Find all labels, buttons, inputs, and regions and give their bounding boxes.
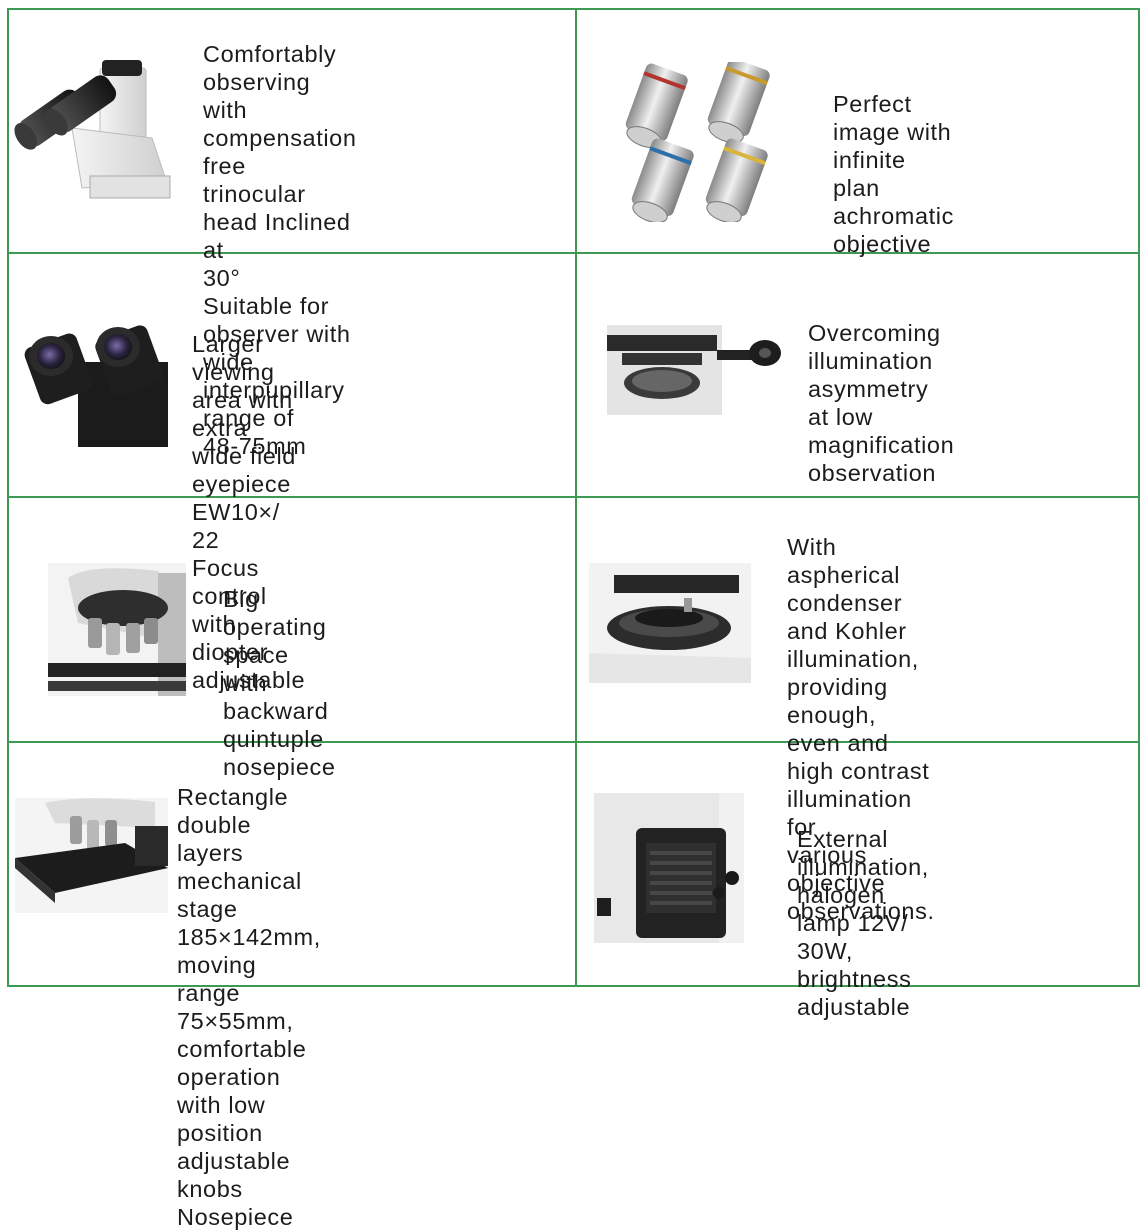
feature-text: Larger viewing area with extra wide fiel… <box>192 331 306 693</box>
feature-text: Comfortably observing with compensation … <box>203 41 357 459</box>
feature-text: Perfect image with infinite plan achroma… <box>833 91 954 257</box>
quintuple-nosepiece-photo <box>48 563 186 696</box>
objective-lenses-photo <box>625 62 785 222</box>
row-divider <box>9 741 1138 743</box>
feature-text: Rectangle double layers mechanical stage… <box>177 784 321 1230</box>
aspherical-condenser-photo <box>589 563 751 683</box>
row-divider <box>9 252 1138 254</box>
eyepieces-photo <box>18 322 168 447</box>
condenser-knob-photo <box>607 325 797 415</box>
row-divider <box>9 496 1138 498</box>
mechanical-stage-photo <box>15 798 168 913</box>
feature-text: Overcoming illumination asymmetry at low… <box>808 320 955 486</box>
halogen-lamphouse-photo <box>594 793 744 943</box>
feature-text: Big operating space with backward quintu… <box>223 586 336 780</box>
feature-table <box>7 8 1140 987</box>
trinocular-head-photo <box>12 58 177 208</box>
feature-text: With aspherical condenser and Kohler ill… <box>787 534 935 924</box>
feature-text: External illumination, halogen lamp 12V/… <box>797 826 929 1020</box>
